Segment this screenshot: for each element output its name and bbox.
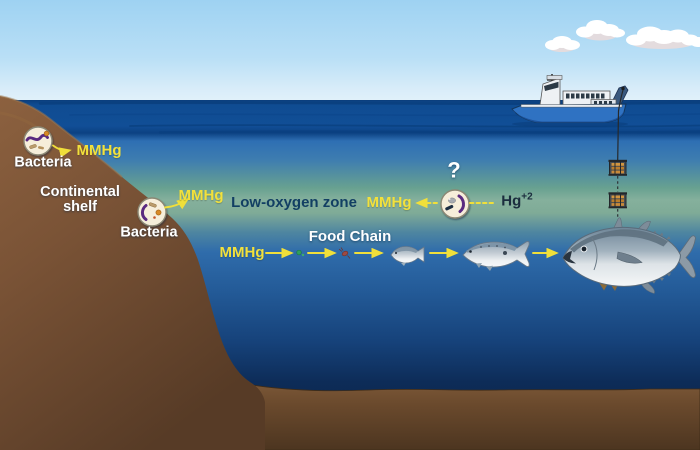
bacteria-cell-icon	[440, 189, 470, 219]
seafloor	[245, 383, 700, 450]
phytoplankton-icon	[296, 249, 305, 257]
bacteria-cell-icon	[137, 197, 167, 227]
zooplankton-icon	[338, 247, 351, 259]
question-mark: ?	[447, 157, 461, 183]
research-vessel-icon	[511, 74, 629, 128]
sky-background	[0, 0, 700, 104]
sediment-trap-icon	[608, 192, 627, 209]
mooring-line	[617, 89, 624, 217]
mercury-ion-label: Hg+2	[501, 191, 533, 210]
continental-shelf-line1: Continental	[40, 183, 120, 200]
mmhg-label-lower: MMHg	[178, 187, 224, 205]
mmhg-label-upper: MMHg	[76, 142, 122, 160]
bacteria-cell-icon	[23, 126, 53, 156]
bacteria-to-mmhg-arrow	[164, 197, 190, 210]
mercury-ion-charge: +2	[521, 191, 533, 203]
continental-shelf-label: Continental shelf	[40, 183, 120, 215]
bacteria-to-mmhg-arrow	[52, 144, 72, 158]
small-fish-icon	[390, 246, 425, 266]
mmhg-flow-arrows	[52, 144, 559, 259]
medium-fish-icon	[462, 240, 530, 271]
cloud-icon	[545, 20, 700, 52]
shelf-edge-highlight	[0, 95, 123, 178]
bacteria-label-upper: Bacteria	[14, 154, 72, 171]
sediment-trap-icon	[608, 159, 627, 176]
mmhg-label-lowoxygen: MMHg	[366, 194, 412, 212]
continental-shelf-line2: shelf	[63, 199, 97, 215]
food-chain-label: Food Chain	[308, 228, 392, 246]
mmhg-label-foodchain: MMHg	[219, 244, 265, 262]
low-oxygen-zone-label: Low-oxygen zone	[231, 194, 357, 212]
bacteria-label-lower: Bacteria	[120, 224, 178, 241]
continental-shelf-land	[0, 96, 265, 450]
mercury-ion-base: Hg	[501, 192, 522, 210]
tuna-icon	[562, 217, 696, 294]
